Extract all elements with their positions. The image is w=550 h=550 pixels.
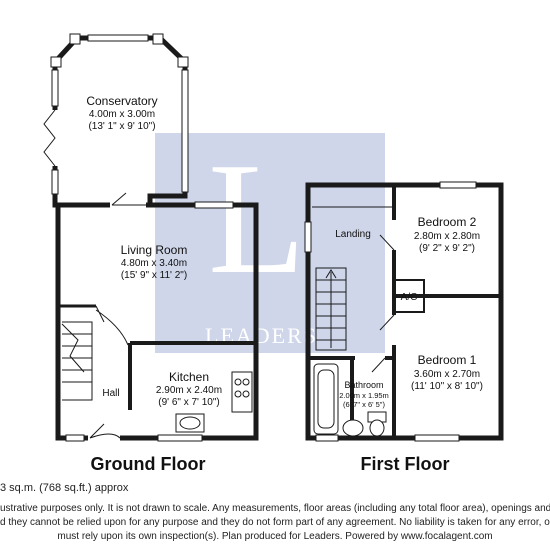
hall-window bbox=[65, 434, 85, 442]
hob-ring bbox=[242, 390, 250, 398]
bathroom-door-gap bbox=[355, 354, 385, 362]
sink-bowl bbox=[179, 416, 201, 430]
conservatory-imperial: (13' 1" x 9' 10") bbox=[88, 121, 155, 132]
hob-ring bbox=[242, 378, 250, 386]
watermark: L LEADERS bbox=[155, 129, 385, 353]
ground-floor-label: Ground Floor bbox=[91, 454, 206, 474]
bathroom-name: Bathroom bbox=[344, 380, 383, 390]
living-room-imperial: (15' 9" x 11' 2") bbox=[121, 270, 187, 281]
toilet-bowl bbox=[369, 419, 385, 437]
bedroom2-imperial: (9' 2" x 9' 2") bbox=[419, 243, 475, 254]
bath bbox=[313, 363, 339, 435]
living-room-window bbox=[194, 201, 234, 209]
bathroom-metric: 2.00m x 1.95m bbox=[339, 391, 389, 400]
living-room-name: Living Room bbox=[121, 243, 188, 257]
bedroom1-door bbox=[379, 314, 395, 331]
window-corner bbox=[50, 56, 62, 68]
kitchen-metric: 2.90m x 2.40m bbox=[156, 385, 222, 396]
basin bbox=[342, 419, 364, 437]
ground-stairs bbox=[61, 321, 93, 401]
landing-window bbox=[304, 221, 312, 253]
hob bbox=[231, 371, 253, 413]
window-corner bbox=[177, 56, 189, 68]
kitchen-imperial: (9' 6" x 7' 10") bbox=[158, 397, 220, 408]
bedroom1-window bbox=[414, 434, 460, 442]
bathroom-door bbox=[371, 357, 386, 373]
bedroom1-metric: 3.60m x 2.70m bbox=[414, 369, 480, 380]
kitchen-walls bbox=[128, 341, 256, 410]
bedroom2-door-gap bbox=[390, 220, 398, 250]
watermark-panel bbox=[155, 133, 385, 353]
hob-ring bbox=[234, 378, 242, 386]
window-corner bbox=[152, 33, 164, 45]
bedroom2-metric: 2.80m x 2.80m bbox=[414, 231, 480, 242]
total-area: 3 sq.m. (768 sq.ft.) approx bbox=[0, 482, 129, 494]
bedroom2-name: Bedroom 2 bbox=[418, 215, 477, 229]
bedroom1-door-gap bbox=[390, 315, 398, 345]
first-floor-label: First Floor bbox=[361, 454, 450, 474]
bath-inner bbox=[317, 369, 335, 429]
conservatory-outline bbox=[52, 35, 188, 208]
ac-name: A/C bbox=[401, 292, 418, 303]
kitchen-name: Kitchen bbox=[169, 370, 209, 384]
window-corner bbox=[69, 33, 81, 45]
front-door-gap bbox=[88, 434, 120, 442]
first-floor-outline bbox=[305, 182, 504, 441]
conservatory-windows bbox=[51, 34, 189, 195]
ground-floor-outline bbox=[55, 202, 259, 441]
first-stairs bbox=[315, 267, 347, 351]
ground-floor-plan bbox=[43, 33, 259, 442]
conservatory-metric: 4.00m x 3.00m bbox=[89, 109, 155, 120]
disclaimer-line-2: d they cannot be relied upon for any pur… bbox=[0, 517, 550, 528]
bathroom-imperial: (6' 7" x 6' 5") bbox=[343, 400, 385, 409]
bathroom-window bbox=[315, 434, 339, 442]
conservatory-side-door bbox=[43, 109, 58, 167]
bedroom1-name: Bedroom 1 bbox=[418, 353, 477, 367]
disclaimer-line-1: ustrative purposes only. It is not drawn… bbox=[0, 503, 550, 514]
bedroom1-imperial: (11' 10" x 8' 10") bbox=[411, 381, 483, 392]
ac-cupboard bbox=[393, 279, 425, 313]
bedroom2-window bbox=[439, 181, 477, 189]
living-room-metric: 4.80m x 3.40m bbox=[121, 258, 187, 269]
bedroom2-door bbox=[379, 234, 395, 251]
hall-door bbox=[95, 305, 129, 346]
landing-name: Landing bbox=[335, 229, 371, 240]
hall-name: Hall bbox=[102, 388, 119, 399]
kitchen-window bbox=[157, 434, 203, 442]
hob-ring bbox=[234, 390, 242, 398]
front-door bbox=[89, 423, 121, 439]
conservatory-name: Conservatory bbox=[86, 94, 157, 108]
first-floor-plan bbox=[304, 181, 504, 442]
disclaimer-line-3: must rely upon its own inspection(s). Pl… bbox=[57, 531, 493, 542]
door-swing bbox=[111, 192, 146, 206]
